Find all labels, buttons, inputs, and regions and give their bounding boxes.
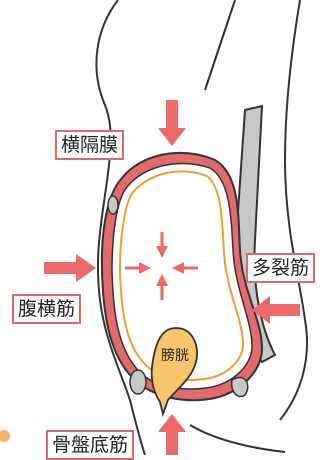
body-outline-back (280, 0, 307, 420)
lower-wall-oval (232, 378, 248, 397)
bladder-label: 膀胱 (161, 345, 189, 365)
transversus-abdominis-label: 腹横筋 (12, 294, 81, 324)
pelvic-floor-arrow-icon (158, 414, 186, 455)
body-outline-lower (190, 425, 285, 452)
pubic-oval (130, 370, 146, 394)
diaphragm-label: 横隔膜 (55, 130, 124, 160)
body-outline-shoulder (205, 0, 235, 90)
pelvic-floor-label: 骨盤底筋 (46, 430, 134, 460)
diaphragm-arrow-icon (158, 100, 186, 146)
transversus-arrow-icon (44, 254, 96, 282)
edge-dot (0, 430, 10, 442)
rib-oval (108, 196, 118, 214)
multifidus-label: 多裂筋 (246, 253, 315, 283)
